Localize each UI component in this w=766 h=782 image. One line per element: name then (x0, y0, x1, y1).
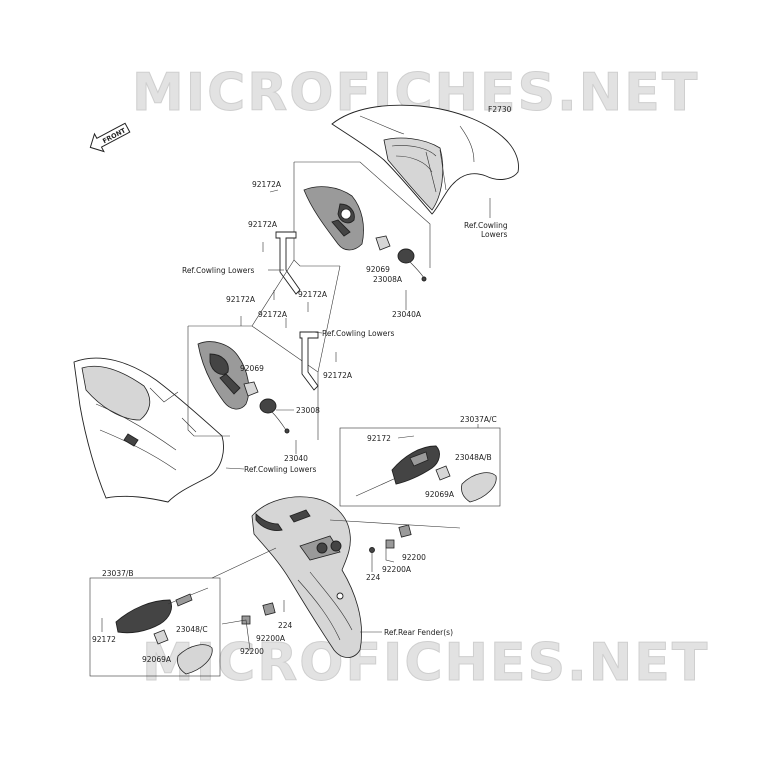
label-92200-1: 92200 (402, 553, 426, 562)
label-92069a-1: 92069A (425, 490, 455, 499)
label-92172-1: 92172 (367, 434, 391, 443)
socket-23008a (397, 248, 427, 282)
watermark-bottom: MICROFICHES.NET (142, 633, 709, 693)
label-23040: 23040 (284, 454, 308, 463)
bulb-92069a-left (153, 629, 169, 645)
label-23048c: 23048/C (176, 625, 208, 634)
bulb-92069-upper (375, 235, 391, 251)
rear-left-group-box (89, 577, 221, 677)
label-92200a-2: 92200A (256, 634, 286, 643)
label-23037ac: 23037A/C (460, 415, 497, 424)
lens-23048c (177, 644, 213, 675)
bulb-92069a-right (435, 465, 451, 481)
label-ref-cowling-lowers-4b: Lowers (481, 230, 507, 239)
socket-23008 (259, 398, 290, 434)
label-23008a: 23008A (373, 275, 403, 284)
label-92172a-1: 92172A (252, 180, 282, 189)
label-ref-cowling-lowers-1: Ref.Cowling Lowers (182, 266, 254, 275)
front-arrow-icon: FRONT (89, 122, 131, 153)
bulb-92069-lower (243, 381, 259, 397)
label-92172a-3: 92172A (226, 295, 256, 304)
label-ref-cowling-lowers-4: Ref.Cowling (464, 221, 508, 230)
label-ref-cowling-lowers-3: Ref.Cowling Lowers (244, 465, 316, 474)
label-23037b: 23037/B (102, 569, 134, 578)
bracket-upper (275, 231, 301, 295)
bracket-lower (299, 331, 319, 391)
rear-turn-signal-left (115, 587, 209, 634)
front-turn-signal-right (303, 186, 364, 251)
label-92069-1: 92069 (366, 265, 390, 274)
label-23040a: 23040A (392, 310, 422, 319)
label-f2730: F2730 (488, 105, 512, 114)
label-92069-2: 92069 (240, 364, 264, 373)
front-turn-signal-left (197, 341, 250, 410)
label-92172a-5: 92172A (258, 310, 288, 319)
label-23008: 23008 (296, 406, 320, 415)
label-92172-2: 92172 (92, 635, 116, 644)
label-92069a-2: 92069A (142, 655, 172, 664)
lower-cowling (73, 357, 224, 503)
lens-23048ab (461, 472, 497, 503)
label-92200a-1: 92200A (382, 565, 412, 574)
label-23048ab: 23048A/B (455, 453, 492, 462)
label-92172a-2: 92172A (248, 220, 278, 229)
label-92200-2: 92200 (240, 647, 264, 656)
label-92172a-4: 92172A (298, 290, 328, 299)
upper-cowling (331, 104, 519, 215)
nut-icon (369, 524, 412, 553)
watermark-top: MICROFICHES.NET (132, 63, 699, 123)
label-ref-rear-fender: Ref.Rear Fender(s) (384, 628, 453, 637)
rear-right-group-box (339, 427, 501, 507)
label-ref-cowling-lowers-2: Ref.Cowling Lowers (322, 329, 394, 338)
rear-turn-signal-right (355, 445, 440, 497)
label-224-1: 224 (366, 573, 381, 582)
rear-fender (251, 496, 362, 658)
label-224-2: 224 (278, 621, 293, 630)
label-92172a-6: 92172A (323, 371, 353, 380)
